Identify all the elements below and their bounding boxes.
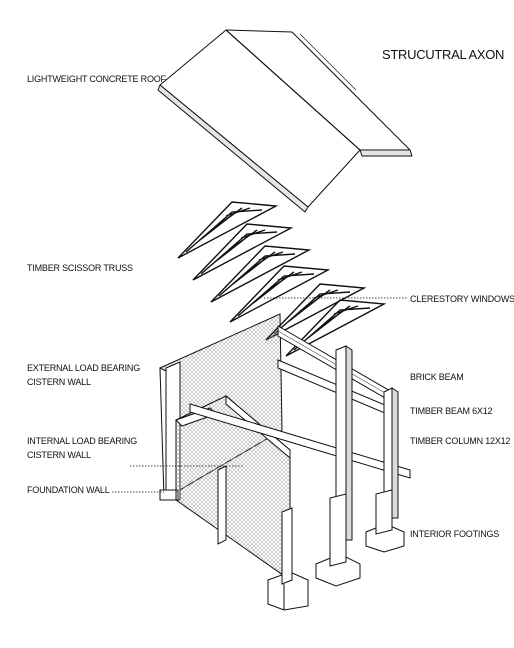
label-external-wall-line2: CISTERN WALL <box>27 377 91 387</box>
label-brick-beam: BRICK BEAM <box>410 372 464 382</box>
label-timber-column: TIMBER COLUMN 12X12 <box>410 436 511 446</box>
foundation-wall <box>267 507 309 611</box>
label-internal-wall-line1: INTERNAL LOAD BEARING <box>27 436 137 446</box>
label-internal-wall-line2: CISTERN WALL <box>27 450 91 460</box>
label-clerestory: CLERESTORY WINDOWS <box>410 294 514 304</box>
leader-lines <box>112 297 408 493</box>
label-foundation: FOUNDATION WALL <box>27 485 110 495</box>
label-external-wall-line1: EXTERNAL LOAD BEARING <box>27 363 140 373</box>
label-roof: LIGHTWEIGHT CONCRETE ROOF <box>27 74 166 84</box>
timber-columns <box>335 345 399 545</box>
label-footings: INTERIOR FOOTINGS <box>410 529 500 539</box>
label-timber-beam: TIMBER BEAM 6X12 <box>410 406 493 416</box>
label-truss: TIMBER SCISSOR TRUSS <box>27 263 133 273</box>
interior-footings <box>315 489 405 587</box>
diagram-title: STRUCUTRAL AXON <box>382 47 505 62</box>
lightweight-concrete-roof <box>157 29 413 213</box>
timber-scissor-trusses <box>177 201 387 357</box>
